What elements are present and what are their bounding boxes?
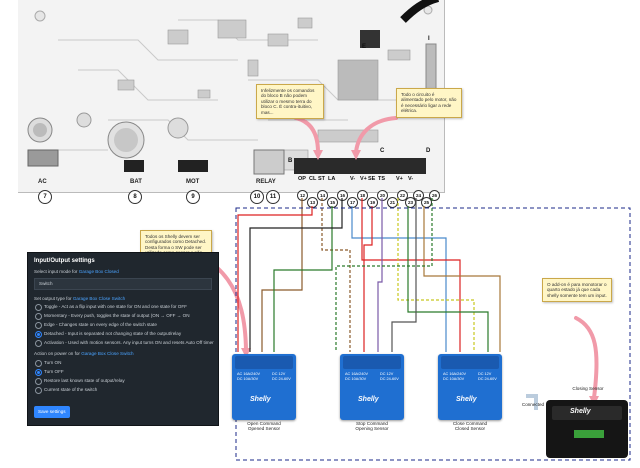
term-21: 21 (387, 197, 398, 208)
power-radio-off[interactable] (35, 369, 42, 376)
save-settings-button[interactable]: Save settings (34, 406, 70, 418)
pin-la: LA (328, 176, 336, 182)
pin-cl: CL (309, 176, 317, 182)
term-14: 14 (317, 190, 328, 201)
board-traces (18, 0, 444, 192)
term-26: 26 (429, 190, 440, 201)
block-i-label: I (428, 36, 430, 42)
output-option-edge: Edge - Changes state on every edge of th… (44, 322, 157, 327)
ac-label: AC (38, 179, 47, 185)
pin-op: OP (298, 176, 306, 182)
spec-dcin2: DC 24-60V (380, 377, 399, 381)
save-settings-label: Save settings (38, 409, 66, 414)
shelly-module-close: AC 16A/240V DC 10A/30V DC 12V DC 24-60V … (438, 354, 502, 420)
pin-vplus-1: V+ (360, 176, 367, 182)
shelly-logo: Shelly (250, 396, 271, 403)
power-option-off: Turn OFF (44, 369, 64, 374)
term-19: 19 (367, 197, 378, 208)
power-radio-current[interactable] (35, 387, 42, 394)
power-radio-restore[interactable] (35, 378, 42, 385)
spec-dcin: DC 12V (478, 372, 492, 376)
input-mode-label: Select input mode for Garage Box Closed (34, 269, 119, 274)
spec-dcin: DC 12V (380, 372, 394, 376)
shelly-module-stop: AC 16A/240V DC 10A/30V DC 12V DC 24-60V … (340, 354, 404, 420)
pin-vplus-2: V+ (396, 176, 403, 182)
spec-dcin: DC 12V (272, 372, 286, 376)
block-c-label: C (380, 148, 385, 154)
power-option-current: Current state of the switch (44, 387, 98, 392)
output-option-toggle: Toggle - Act as a flip input with one st… (44, 304, 187, 309)
io-settings-panel: Input/Output settings Select input mode … (27, 252, 219, 426)
term-15: 15 (327, 197, 338, 208)
shelly-addon-module: Shelly (546, 400, 628, 458)
bat-label: BAT (130, 179, 142, 185)
output-radio-toggle[interactable] (35, 304, 42, 311)
spec-ac: AC 16A/240V (237, 372, 261, 376)
term-20: 20 (377, 190, 388, 201)
label-11: 11 (266, 190, 280, 204)
label-10: 10 (250, 190, 264, 204)
term-16: 16 (337, 190, 348, 201)
output-type-label: Set output type for Garage Box Close Swi… (34, 296, 126, 301)
note-power-source: Todo o circuito é alimentado pelo motor,… (396, 88, 462, 118)
output-option-activation: Activation - Used with motion sensors. A… (44, 340, 214, 345)
power-option-restore: Restore last known state of output/relay (44, 378, 125, 383)
output-option-detached: Detached - Input is separated not changi… (44, 331, 182, 336)
note-addon: O add-on é para monotorar o quarto estad… (542, 278, 612, 303)
connected-label: Connected (521, 402, 545, 407)
block-b-label: B (288, 158, 293, 164)
spec-dc: DC 10A/30V (345, 377, 367, 381)
term-18: 18 (357, 190, 368, 201)
label-8: 8 (128, 190, 142, 204)
output-radio-edge[interactable] (35, 322, 42, 329)
spec-ac: AC 16A/240V (443, 372, 467, 376)
spec-dc: DC 10A/30V (443, 377, 465, 381)
term-17: 17 (347, 197, 358, 208)
spec-ac: AC 16A/240V (345, 372, 369, 376)
term-12: 12 (297, 190, 308, 201)
shelly-module-open: AC 16A/240V DC 10A/30V DC 12V DC 24-60V … (232, 354, 296, 420)
relay-label: RELAY (256, 179, 276, 185)
block-d-label: D (426, 148, 431, 154)
panel-title: Input/Output settings (34, 258, 95, 264)
pin-vminus-2: V- (408, 176, 414, 182)
term-13: 13 (307, 197, 318, 208)
pin-se: SE (368, 176, 376, 182)
spec-dc: DC 10A/30V (237, 377, 259, 381)
pin-ts: TS (378, 176, 386, 182)
label-9: 9 (186, 190, 200, 204)
shelly-logo: Shelly (456, 396, 477, 403)
input-mode-select[interactable]: Switch (34, 278, 212, 290)
pin-vminus-1: V- (350, 176, 356, 182)
output-radio-momentary[interactable] (35, 313, 42, 320)
output-radio-detached[interactable] (35, 331, 42, 338)
output-option-momentary: Momentary - Every push, toggles the stat… (44, 313, 190, 318)
note-ground-warning: Infelizmente os comandos do bloco B não … (256, 84, 324, 120)
addon-terminal (574, 430, 604, 438)
block-e-label: E (362, 44, 367, 50)
mot-label: MOT (186, 179, 200, 185)
control-board: AC BAT MOT RELAY E I B C D (18, 0, 445, 193)
label-7: 7 (38, 190, 52, 204)
input-mode-value: Switch (39, 281, 53, 286)
output-radio-activation[interactable] (35, 340, 42, 347)
power-option-on: Turn ON (44, 360, 62, 365)
power-on-label: Action on power on for Garage Box Close … (34, 351, 134, 356)
power-radio-on[interactable] (35, 360, 42, 367)
closing-sensor-label: Closing Sensor (572, 386, 604, 391)
spec-dcin2: DC 24-60V (272, 377, 291, 381)
pin-st: ST (318, 176, 326, 182)
shelly-logo: Shelly (358, 396, 379, 403)
addon-logo: Shelly (570, 408, 591, 415)
spec-dcin2: DC 24-60V (478, 377, 497, 381)
